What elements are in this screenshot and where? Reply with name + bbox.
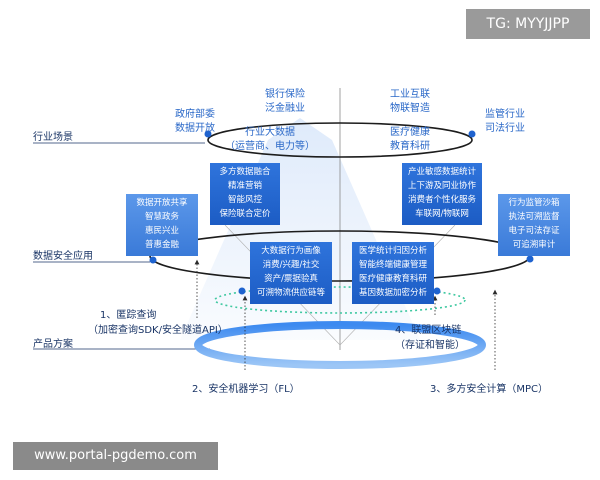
inner-dotted-ring [214, 286, 466, 314]
product-p1: 1、匿踪查询 （加密查询SDK/安全隧道API） [88, 308, 228, 338]
box-left-lower-line: 消费/兴趣/社交 [262, 260, 320, 270]
industry-ring [207, 122, 473, 158]
box-left-outer-line: 普惠金融 [144, 240, 179, 250]
box-right-lower: 医学统计归因分析 智能终端健康管理 医疗健康教育科研 基因数据加密分析 [352, 242, 434, 304]
box-right-outer-line: 行为监管沙箱 [508, 198, 560, 208]
industry-regulator-line2: 司法行业 [485, 123, 525, 134]
ring-dot [526, 255, 534, 263]
box-left-upper-line: 智能风控 [227, 195, 262, 205]
box-left-upper-line: 多方数据融合 [219, 167, 271, 177]
box-right-outer: 行为监管沙箱 执法可溯监督 电子司法存证 可追溯审计 [498, 194, 570, 256]
box-right-lower-line: 医疗健康教育科研 [358, 274, 427, 284]
layer-label-industry: 行业场景 [33, 132, 73, 143]
box-right-outer-line: 可追溯审计 [512, 240, 556, 250]
product-p2: 2、安全机器学习（FL） [192, 384, 300, 395]
box-left-outer-line: 智慧政务 [144, 212, 179, 222]
product-p4-sub: （存证和智能） [395, 340, 465, 351]
product-p3: 3、多方安全计算（MPC） [430, 384, 549, 395]
industry-gov-line1: 政府部委 [175, 109, 215, 120]
industry-iot: 工业互联 物联智造 [375, 88, 445, 116]
box-right-outer-line: 电子司法存证 [508, 226, 560, 236]
box-left-upper-line: 保险联合定价 [219, 209, 271, 219]
box-left-lower: 大数据行为画像 消费/兴趣/社交 资产/票据验真 可溯物流供应链等 [250, 242, 332, 304]
industry-bigdata-line1: 行业大数据 [245, 127, 295, 138]
industry-gov-line2: 数据开放 [175, 123, 215, 134]
watermark-bottom: www.portal-pgdemo.com [13, 442, 218, 470]
ring-dot [238, 287, 246, 295]
industry-bigdata: 行业大数据 （运营商、电力等） [225, 126, 315, 154]
layer-label-application: 数据安全应用 [33, 251, 93, 262]
industry-regulator-line1: 监管行业 [485, 109, 525, 120]
box-right-upper-line: 上下游及同业协作 [407, 181, 476, 191]
industry-medical-line1: 医疗健康 [390, 127, 430, 138]
industry-medical-line2: 教育科研 [390, 141, 430, 152]
box-left-lower-line: 可溯物流供应链等 [256, 288, 325, 298]
industry-regulator: 监管行业 司法行业 [470, 108, 540, 136]
product-p1-title: 1、匿踪查询 [100, 310, 157, 321]
industry-bank: 银行保险 泛金融业 [250, 88, 320, 116]
box-right-lower-line: 基因数据加密分析 [358, 288, 427, 298]
ring-dot [433, 287, 441, 295]
layer-label-product: 产品方案 [33, 339, 73, 350]
industry-gov: 政府部委 数据开放 [160, 108, 230, 136]
box-left-lower-line: 资产/票据验真 [264, 274, 318, 284]
product-p1-sub: （加密查询SDK/安全隧道API） [88, 325, 228, 336]
box-right-upper-line: 产业敏感数据统计 [407, 167, 476, 177]
industry-iot-line1: 工业互联 [390, 89, 430, 100]
watermark-top: TG: MYYJJPP [466, 9, 590, 39]
industry-bigdata-line2: （运营商、电力等） [225, 141, 315, 152]
ring-dot [149, 256, 157, 264]
box-left-outer: 数据开放共享 智慧政务 惠民兴业 普惠金融 [126, 194, 198, 256]
product-disc [194, 321, 486, 369]
box-right-lower-line: 医学统计归因分析 [358, 246, 427, 256]
product-p4: 4、联盟区块链 （存证和智能） [395, 323, 465, 353]
box-right-upper-line: 消费者个性化服务 [407, 195, 476, 205]
box-left-outer-line: 惠民兴业 [144, 226, 179, 236]
box-left-outer-line: 数据开放共享 [136, 198, 188, 208]
box-left-upper: 多方数据融合 精准营销 智能风控 保险联合定价 [210, 163, 280, 225]
industry-medical: 医疗健康 教育科研 [375, 126, 445, 154]
box-right-upper-line: 车联网/物联网 [415, 209, 469, 219]
box-right-upper: 产业敏感数据统计 上下游及同业协作 消费者个性化服务 车联网/物联网 [402, 163, 482, 225]
industry-iot-line2: 物联智造 [390, 103, 430, 114]
box-left-lower-line: 大数据行为画像 [261, 246, 321, 256]
ring-dot [468, 130, 476, 138]
box-right-outer-line: 执法可溯监督 [508, 212, 560, 222]
box-right-lower-line: 智能终端健康管理 [358, 260, 427, 270]
ring-dot [204, 130, 212, 138]
box-left-upper-line: 精准营销 [227, 181, 262, 191]
industry-bank-line1: 银行保险 [265, 89, 305, 100]
industry-bank-line2: 泛金融业 [265, 103, 305, 114]
product-p4-title: 4、联盟区块链 [395, 325, 462, 336]
